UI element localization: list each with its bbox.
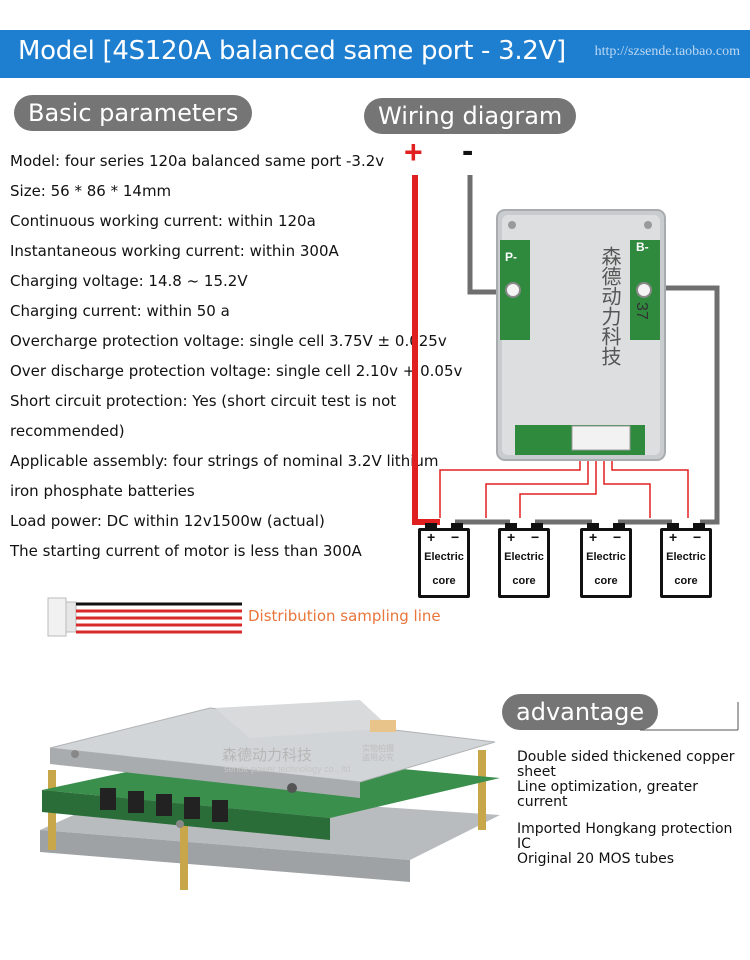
advantage-rule bbox=[640, 702, 739, 731]
negative-sign: - bbox=[462, 132, 474, 170]
param-overdischarge: Over discharge protection voltage: singl… bbox=[10, 362, 463, 380]
param-model: Model: four series 120a balanced same po… bbox=[10, 152, 385, 170]
param-charging-voltage: Charging voltage: 14.8 ~ 15.2V bbox=[10, 272, 248, 290]
board-p-label: P- bbox=[505, 250, 517, 264]
photo-watermark: 森德动力科技 bbox=[222, 746, 313, 764]
battery-cell-2: +− Electric core bbox=[498, 523, 550, 598]
advantage-item-1: Double sided thickened copper sheet bbox=[517, 749, 735, 780]
param-short-circuit: Short circuit protection: Yes (short cir… bbox=[10, 392, 397, 410]
bms-board bbox=[496, 209, 666, 461]
store-url: http://szsende.taobao.com bbox=[594, 44, 740, 59]
page-title: Model [4S120A balanced same port - 3.2V] bbox=[18, 36, 566, 66]
battery-cell-3: +− Electric core bbox=[580, 523, 632, 598]
title-banner: Model [4S120A balanced same port - 3.2V]… bbox=[0, 30, 750, 78]
param-motor-current: The starting current of motor is less th… bbox=[10, 542, 362, 560]
product-photo bbox=[40, 700, 500, 890]
sampling-line-label: Distribution sampling line bbox=[248, 607, 441, 625]
positive-wire bbox=[412, 175, 440, 525]
board-brand: 森德动力科技 bbox=[598, 246, 622, 366]
param-load-power: Load power: DC within 12v1500w (actual) bbox=[10, 512, 325, 530]
board-b-label: B- bbox=[636, 240, 649, 254]
param-instantaneous-current: Instantaneous working current: within 30… bbox=[10, 242, 339, 260]
advantage-item-4: Original 20 MOS tubes bbox=[517, 851, 675, 867]
advantage-item-2: Line optimization, greater current bbox=[517, 779, 699, 810]
param-size: Size: 56 * 86 * 14mm bbox=[10, 182, 172, 200]
board-code: 37 bbox=[633, 302, 650, 320]
param-charging-current: Charging current: within 50 a bbox=[10, 302, 230, 320]
sampling-line-image bbox=[47, 597, 242, 637]
param-assembly: Applicable assembly: four strings of nom… bbox=[10, 452, 439, 470]
advantage-heading: advantage bbox=[502, 694, 659, 730]
basic-parameters-heading: Basic parameters bbox=[14, 95, 253, 131]
param-overcharge: Overcharge protection voltage: single ce… bbox=[10, 332, 447, 350]
wiring-diagram-heading: Wiring diagram bbox=[364, 98, 577, 134]
battery-cell-1: +− Electric core bbox=[418, 523, 470, 598]
param-assembly-cont: iron phosphate batteries bbox=[10, 482, 195, 500]
param-short-circuit-cont: recommended) bbox=[10, 422, 125, 440]
p-wire bbox=[640, 285, 720, 525]
battery-cell-4: +− Electric core bbox=[660, 523, 712, 598]
photo-stamp: 实物拍摄 盗用必究 bbox=[362, 744, 394, 762]
photo-watermark-sub: sende power technology co., ltd bbox=[224, 764, 351, 774]
param-continuous-current: Continuous working current: within 120a bbox=[10, 212, 316, 230]
advantage-item-3: Imported Hongkang protection IC bbox=[517, 821, 733, 852]
positive-sign: + bbox=[404, 134, 423, 170]
